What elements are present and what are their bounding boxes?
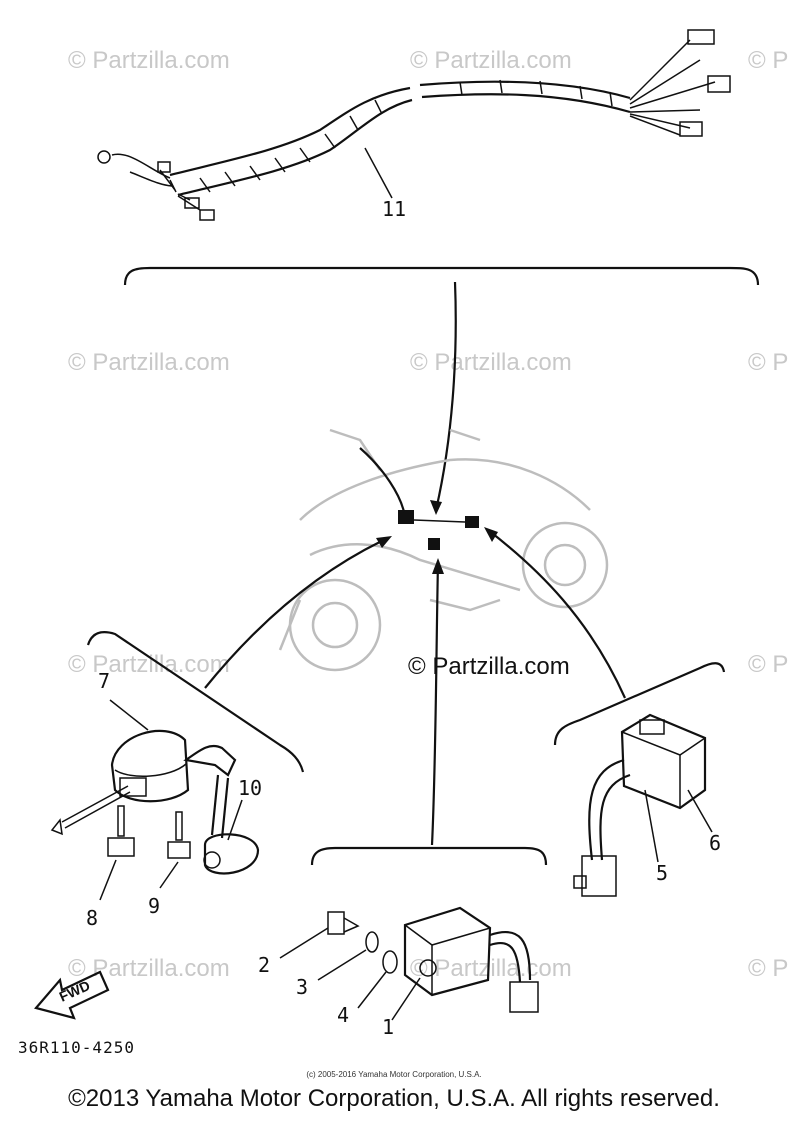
spark-plug-cap-part-10[interactable] (203, 774, 260, 875)
wire-harness-part-11[interactable] (97, 29, 731, 221)
screw-part-2[interactable] (327, 911, 360, 935)
leader-line (159, 861, 179, 889)
leader-line (99, 859, 117, 901)
watermark: © Partzilla.com (68, 955, 230, 982)
watermark: © Partzilla.com (410, 47, 572, 74)
watermarks: © Partzilla.com © Partzilla.com © Partzi… (68, 47, 788, 982)
bolt-part-9[interactable] (167, 811, 191, 859)
small-copyright: (c) 2005-2016 Yamaha Motor Corporation, … (306, 1070, 482, 1079)
arrow-line (434, 281, 457, 511)
watermark: © Partzilla.com (68, 651, 230, 678)
watermark: © Partzilla.com (410, 349, 572, 376)
callout-9: 9 (148, 894, 160, 918)
watermark: © Partzilla.com (748, 955, 788, 982)
watermark: © Partzilla.com (410, 955, 572, 982)
callout-1: 1 (382, 1015, 394, 1039)
wire-route (413, 519, 466, 523)
callout-10: 10 (238, 776, 262, 800)
arrow-head (432, 558, 444, 574)
leader-line (317, 949, 367, 981)
copyright-notice: ©2013 Yamaha Motor Corporation, U.S.A. A… (68, 1085, 720, 1112)
bolt-part-8[interactable] (107, 805, 135, 857)
leader-line (109, 699, 149, 731)
arrow-head (430, 500, 442, 515)
group-bracket (310, 846, 548, 866)
callout-6: 6 (709, 831, 721, 855)
group-bracket (123, 266, 760, 286)
wire-route (359, 447, 406, 513)
callout-3: 3 (296, 975, 308, 999)
callout-8: 8 (86, 906, 98, 930)
cdi-unit-part-5[interactable] (573, 713, 707, 897)
group-bracket (86, 631, 305, 773)
callout-7: 7 (98, 669, 110, 693)
arrow-head (376, 536, 392, 548)
callout-2: 2 (258, 953, 270, 977)
leader-line (644, 789, 659, 863)
arrow-line (204, 537, 389, 689)
callout-5: 5 (656, 861, 668, 885)
leader-line (391, 977, 421, 1021)
arrow-head (484, 527, 498, 542)
rectifier-part-1[interactable] (403, 906, 539, 1013)
leader-line (687, 789, 713, 833)
washer-part-3[interactable] (365, 931, 379, 953)
part-location-marker (465, 516, 479, 528)
watermark: © Partzilla.com (748, 651, 788, 678)
callout-4: 4 (337, 1003, 349, 1027)
group-bracket (553, 662, 726, 746)
diagram-code: 36R110-4250 (18, 1038, 135, 1057)
leader-line (357, 971, 387, 1009)
part-location-marker (428, 538, 440, 550)
part-location-marker (398, 510, 414, 524)
watermark-center: © Partzilla.com (408, 653, 570, 680)
washer-part-4[interactable] (382, 950, 398, 974)
callout-11: 11 (382, 197, 406, 221)
leader-line (227, 799, 243, 841)
leader-line (364, 147, 393, 199)
watermark: © Partzilla.com (748, 47, 788, 74)
watermark: © Partzilla.com (68, 349, 230, 376)
arrow-line (430, 561, 440, 846)
ignition-coil-part-7[interactable] (50, 729, 237, 836)
watermark: © Partzilla.com (68, 47, 230, 74)
watermark: © Partzilla.com (748, 349, 788, 376)
leader-line (279, 927, 329, 959)
atv-outline (278, 428, 609, 672)
arrow-line (487, 529, 627, 699)
